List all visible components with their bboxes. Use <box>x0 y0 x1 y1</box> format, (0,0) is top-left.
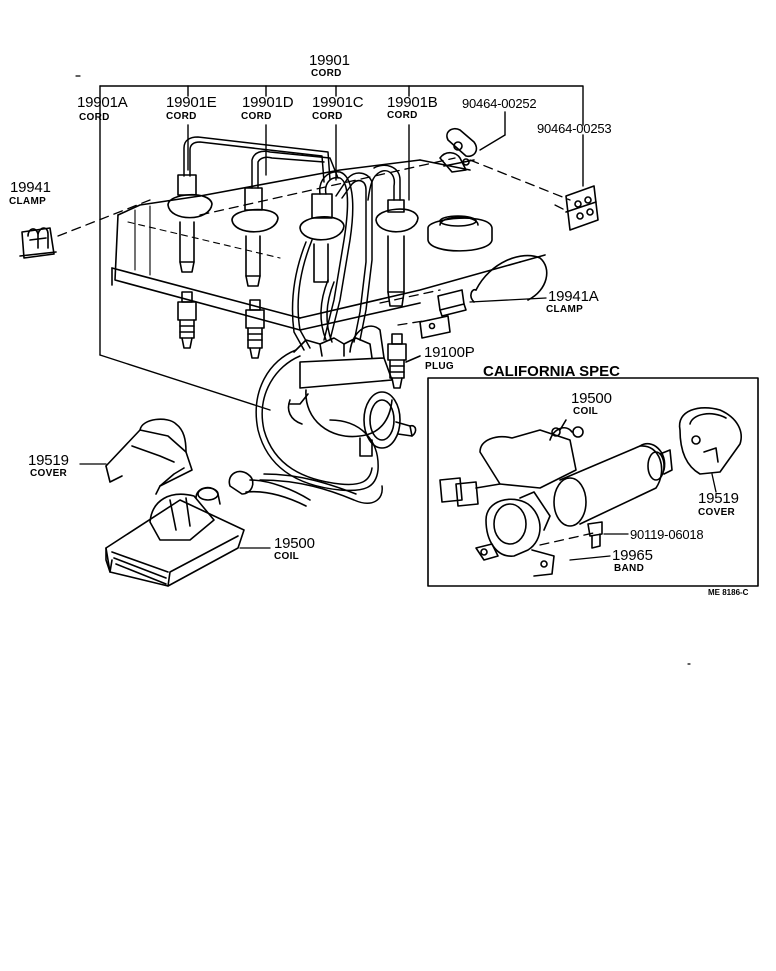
cal-coil-number: 19500 <box>571 390 612 407</box>
spark-plugs <box>178 292 420 388</box>
cord-set-desc: CORD <box>311 68 342 79</box>
california-spec-box <box>428 378 758 586</box>
cord-c-number: 19901C <box>312 94 364 111</box>
clamp-a-desc: CLAMP <box>546 304 584 315</box>
cal-coil-desc: COIL <box>573 406 599 417</box>
bolt-number: 90119-06018 <box>630 527 704 542</box>
assembly-dashed-lines <box>58 158 598 545</box>
cord-e-number: 19901E <box>166 94 217 111</box>
distributor <box>289 326 416 456</box>
cord-leader-lines <box>100 86 583 410</box>
cord-b-number: 19901B <box>387 94 438 111</box>
clamp-desc: CLAMP <box>9 196 47 207</box>
cord-c-desc: CORD <box>312 111 343 122</box>
cord-d-number: 19901D <box>242 94 294 111</box>
plug-boots <box>168 175 418 306</box>
cord-b-desc: CORD <box>387 110 418 121</box>
cord-a-number: 19901A <box>77 94 128 111</box>
cal-cover-number: 19519 <box>698 490 739 507</box>
cover-19519 <box>80 419 192 494</box>
clamp-19941 <box>20 228 56 258</box>
plug-number: 19100P <box>424 344 475 361</box>
coil-19500 <box>106 488 270 586</box>
clamp-number: 19941 <box>10 179 51 196</box>
drawing-code: ME 8186-C <box>708 588 749 597</box>
cord-a-desc: CORD <box>79 112 110 123</box>
coil-desc: COIL <box>274 551 300 562</box>
cover-number: 19519 <box>28 452 69 469</box>
cord-set-number: 19901 <box>309 52 350 69</box>
cord-end <box>229 471 310 506</box>
band-desc: BAND <box>614 563 645 574</box>
clamp-a-number: 19941A <box>548 288 599 305</box>
engine-head <box>112 160 547 330</box>
cal-cover-desc: COVER <box>698 507 736 518</box>
california-spec-title: CALIFORNIA SPEC <box>483 363 620 380</box>
cover-desc: COVER <box>30 468 68 479</box>
plug-desc: PLUG <box>425 361 454 372</box>
band-number: 19965 <box>612 547 653 564</box>
clip-252-number: 90464-00252 <box>462 96 537 111</box>
clamp-19941a <box>420 290 546 338</box>
ignition-cords <box>184 137 400 503</box>
cord-e-desc: CORD <box>166 111 197 122</box>
clip-90464-00253 <box>566 186 598 230</box>
clip-253-number: 90464-00253 <box>537 121 612 136</box>
california-parts <box>440 408 741 576</box>
coil-number: 19500 <box>274 535 315 552</box>
cord-d-desc: CORD <box>241 111 272 122</box>
clip-90464-00252 <box>440 129 476 172</box>
